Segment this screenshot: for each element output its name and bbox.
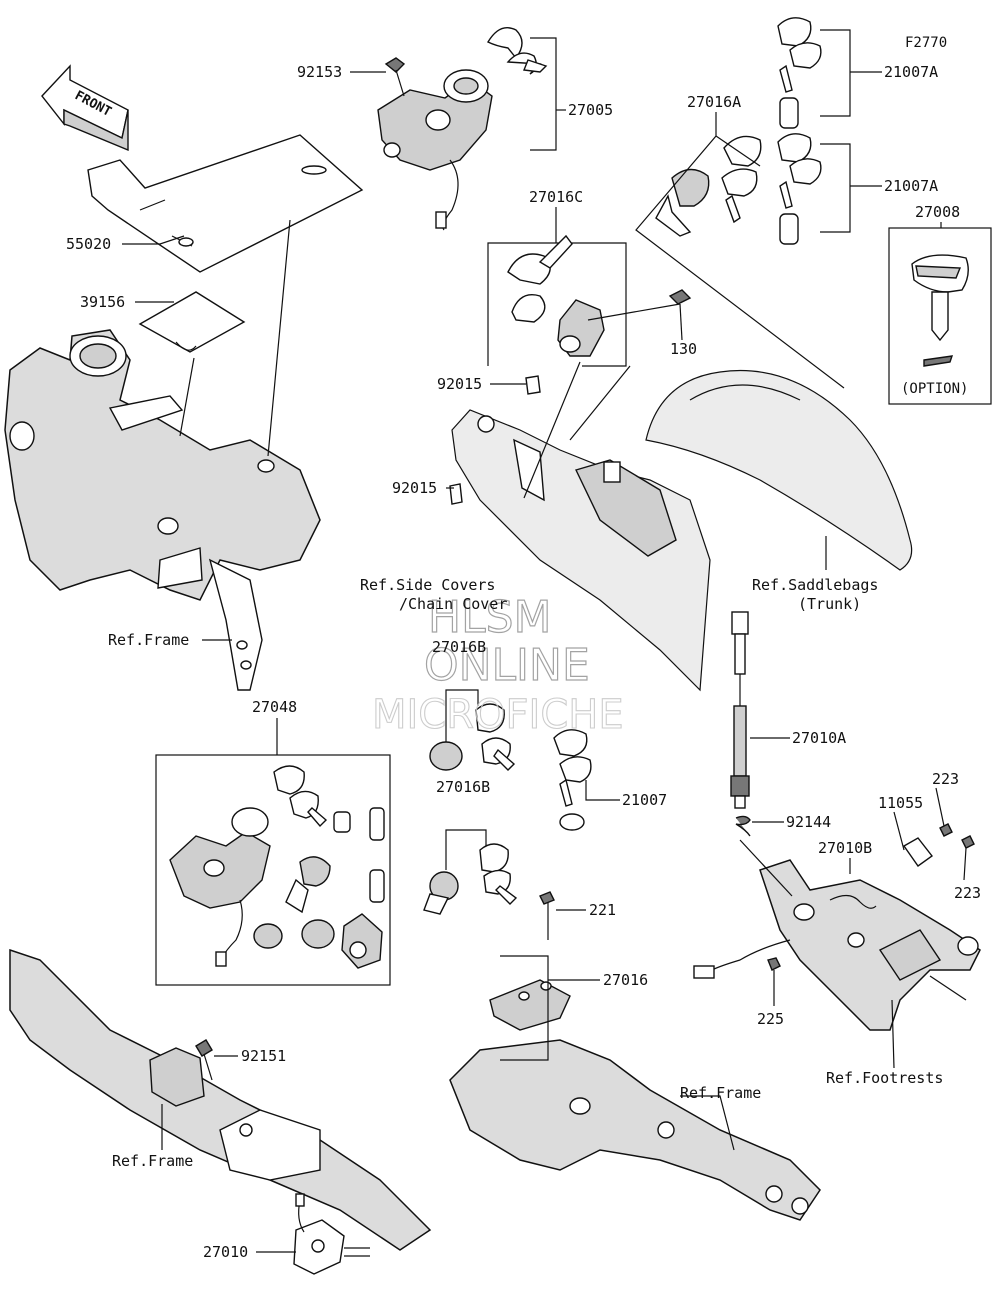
diagram-code: F2770 — [905, 35, 947, 51]
part-label: 221 — [589, 901, 616, 919]
rear-frame-bracket — [449, 891, 821, 1221]
part-labels: 92153 27005 55020 39156 27016C 27016A 21… — [66, 63, 981, 1261]
part-label: 21007 — [622, 791, 667, 809]
part-label: 27016A — [687, 93, 741, 111]
part-label: 27010B — [818, 839, 872, 857]
watermark: HLSM ONLINE MICROFICHE — [371, 591, 624, 738]
part-label: 27048 — [252, 698, 297, 716]
part-label: 223 — [954, 884, 981, 902]
ref-label: /Chain Cover — [399, 595, 507, 613]
part-label: 92144 — [786, 813, 831, 831]
part-label: 130 — [670, 340, 697, 358]
key-set-21007 — [553, 729, 620, 831]
part-label: 27010 — [203, 1243, 248, 1261]
lock-27016B-upper — [429, 689, 516, 771]
ref-label: (Trunk) — [798, 595, 861, 613]
watermark-line-3: MICROFICHE — [372, 692, 624, 738]
leader-lines — [122, 29, 967, 1253]
part-label: 27016B — [432, 638, 486, 656]
caution-label-39156 — [138, 291, 246, 353]
option-key-27008: (OPTION) — [888, 227, 992, 405]
lock-27016B-lower — [423, 829, 518, 915]
part-label: 92015 — [437, 375, 482, 393]
ref-label: Ref.Frame — [680, 1084, 761, 1102]
footrest-bracket — [693, 823, 981, 1031]
part-label: 39156 — [80, 293, 125, 311]
part-label: 92015 — [392, 479, 437, 497]
part-label: 11055 — [878, 794, 923, 812]
watermark-line-2: ONLINE — [424, 640, 590, 691]
ref-label: Ref.Footrests — [826, 1069, 943, 1087]
seat-sheet-55020 — [87, 134, 364, 273]
part-label: 27008 — [915, 203, 960, 221]
lock-27016A — [655, 135, 762, 237]
part-label: 92151 — [241, 1047, 286, 1065]
frame-head — [4, 329, 321, 691]
side-cover — [449, 375, 711, 692]
ref-label: Ref.Frame — [112, 1152, 193, 1170]
part-label: 225 — [757, 1010, 784, 1028]
part-label: 55020 — [66, 235, 111, 253]
part-label: 27016 — [603, 971, 648, 989]
ref-label: Ref.Saddlebags — [752, 576, 878, 594]
reference-labels: Ref.Side Covers /Chain Cover Ref.Saddleb… — [108, 576, 943, 1170]
part-label: 27016C — [529, 188, 583, 206]
part-label: 92153 — [297, 63, 342, 81]
part-label: 27016B — [436, 778, 490, 796]
part-label: 27005 — [568, 101, 613, 119]
option-label: (OPTION) — [901, 381, 968, 397]
watermark-line-1: HLSM — [428, 592, 552, 643]
ignition-switch-27005 — [377, 27, 548, 231]
frame-lower-left — [9, 948, 432, 1275]
part-label: 21007A — [884, 177, 938, 195]
front-arrow-icon: FRONT — [41, 64, 129, 152]
part-label: 21007A — [884, 63, 938, 81]
saddlebag-trunk — [645, 369, 913, 571]
switch-27010A — [730, 611, 751, 837]
ref-label: Ref.Side Covers — [360, 576, 495, 594]
ref-label: Ref.Frame — [108, 631, 189, 649]
part-label: 27010A — [792, 729, 846, 747]
kit-27048 — [155, 754, 391, 986]
key-set-21007A — [777, 17, 822, 245]
part-label: 223 — [932, 770, 959, 788]
group-27016C — [487, 234, 692, 367]
